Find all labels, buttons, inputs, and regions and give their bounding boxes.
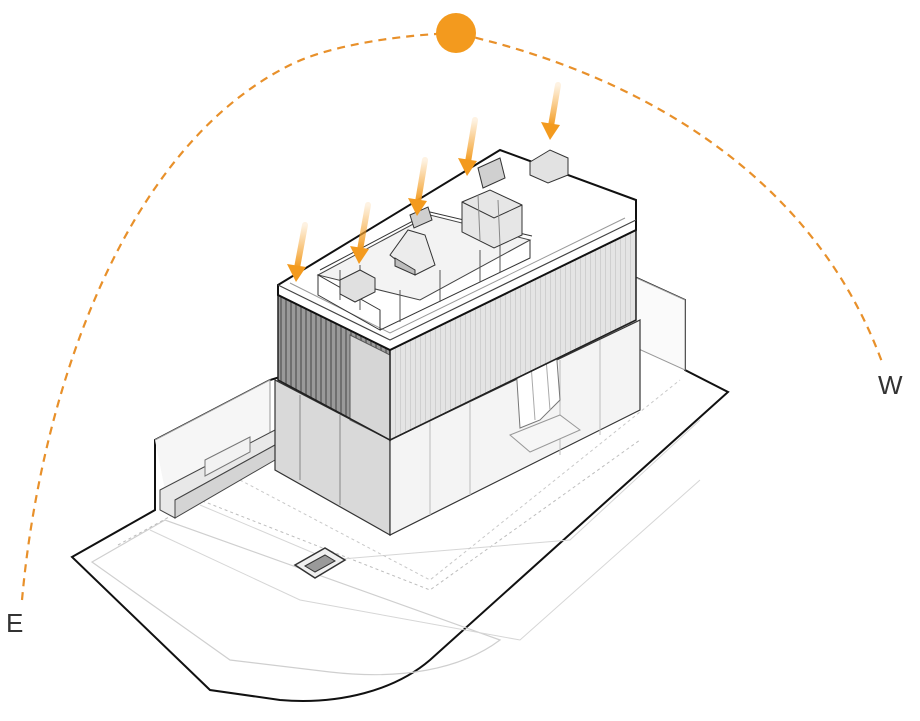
down-arrow-icon bbox=[541, 85, 560, 140]
east-label: E bbox=[6, 608, 23, 638]
west-label: W bbox=[878, 370, 903, 400]
sun-icon bbox=[436, 13, 476, 53]
